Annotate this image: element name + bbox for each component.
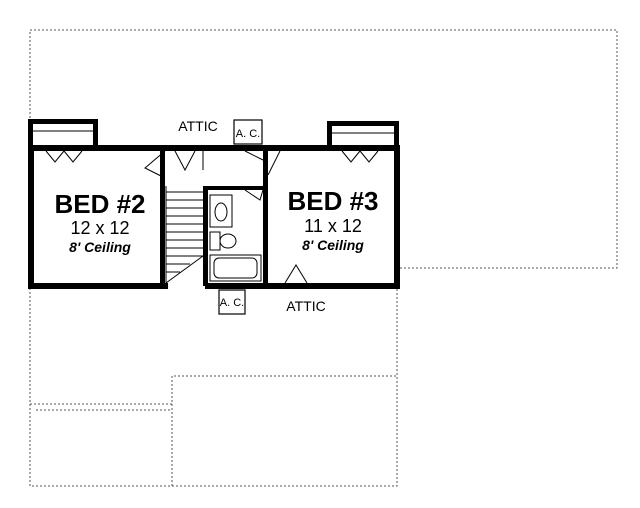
roof-outline <box>29 29 618 487</box>
bed2-size: 12 x 12 <box>70 218 129 238</box>
closet-doors-right <box>341 150 379 163</box>
windows <box>31 185 397 275</box>
bay-window-left <box>28 119 98 149</box>
bathroom-fixtures <box>209 194 262 282</box>
bed3-name: BED #3 <box>287 186 378 216</box>
interior-walls <box>160 151 268 286</box>
ac-label-top: A. C. <box>236 128 260 140</box>
bed3-door <box>284 264 308 284</box>
ac-label-bottom: A. C. <box>220 297 244 309</box>
ac-unit-bottom <box>218 289 246 315</box>
bed3-ceiling: 8' Ceiling <box>302 237 364 253</box>
attic-label-bottom: ATTIC <box>286 298 325 314</box>
bed2-ceiling: 8' Ceiling <box>69 239 131 255</box>
closet-doors-left <box>45 150 83 163</box>
bay-window-right <box>327 121 399 149</box>
hall-doors <box>144 150 281 201</box>
stairs <box>165 186 204 284</box>
attic-label-top: ATTIC <box>178 118 217 134</box>
ac-unit-top <box>233 119 263 145</box>
bed2-name: BED #2 <box>54 189 145 219</box>
bed3-size: 11 x 12 <box>304 216 362 236</box>
